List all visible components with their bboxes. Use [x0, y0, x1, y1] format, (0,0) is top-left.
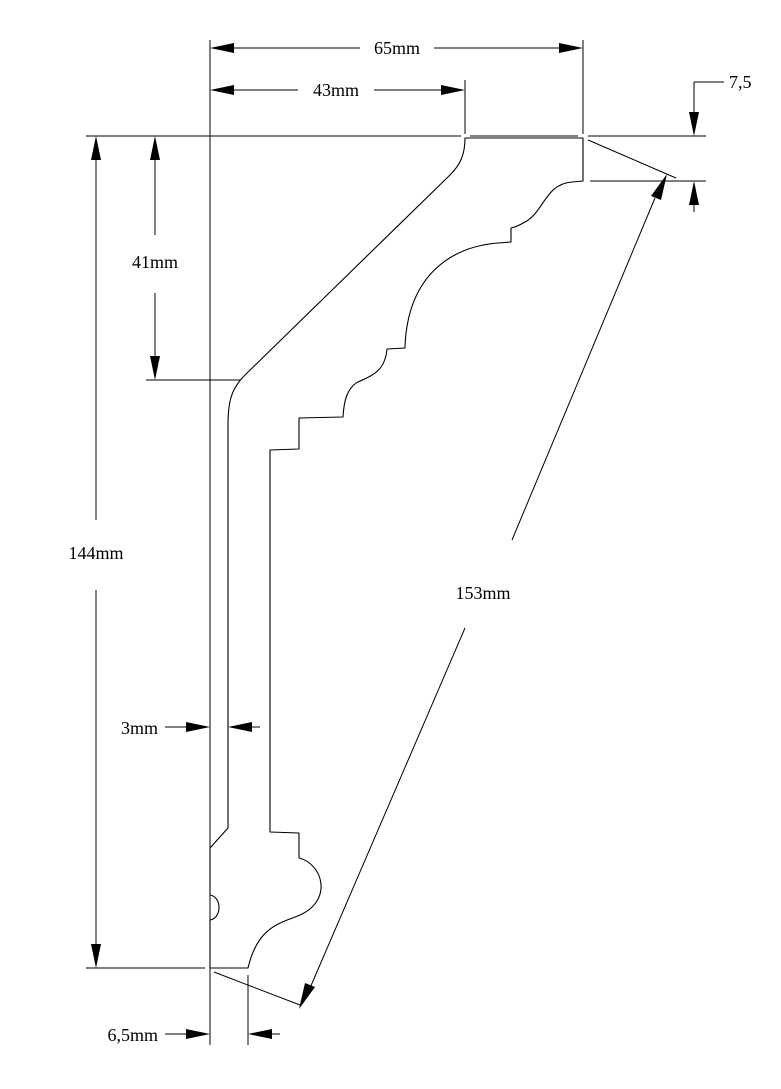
label-6-5mm: 6,5mm: [107, 1025, 158, 1045]
label-41mm: 41mm: [132, 252, 178, 272]
label-144mm: 144mm: [68, 543, 123, 563]
dimension-height-upper: 41mm: [132, 136, 178, 380]
molding-profile-outline: [209, 137, 584, 969]
label-153mm: 153mm: [455, 583, 510, 603]
dimension-width-total: 65mm: [210, 38, 583, 58]
extension-lines: [86, 40, 706, 1045]
dimension-wall-thickness: 3mm: [121, 718, 260, 738]
label-65mm: 65mm: [374, 38, 420, 58]
dimension-height-total: 144mm: [68, 136, 124, 968]
dimension-width-top: 43mm: [210, 80, 465, 100]
dimension-base-offset: 6,5mm: [107, 1025, 280, 1045]
dimension-diagonal: 153mm: [299, 174, 667, 1009]
label-3mm: 3mm: [121, 718, 158, 738]
label-7-5: 7,5: [729, 72, 752, 92]
label-43mm: 43mm: [313, 80, 359, 100]
dimension-top-offset: 7,5: [689, 72, 752, 212]
